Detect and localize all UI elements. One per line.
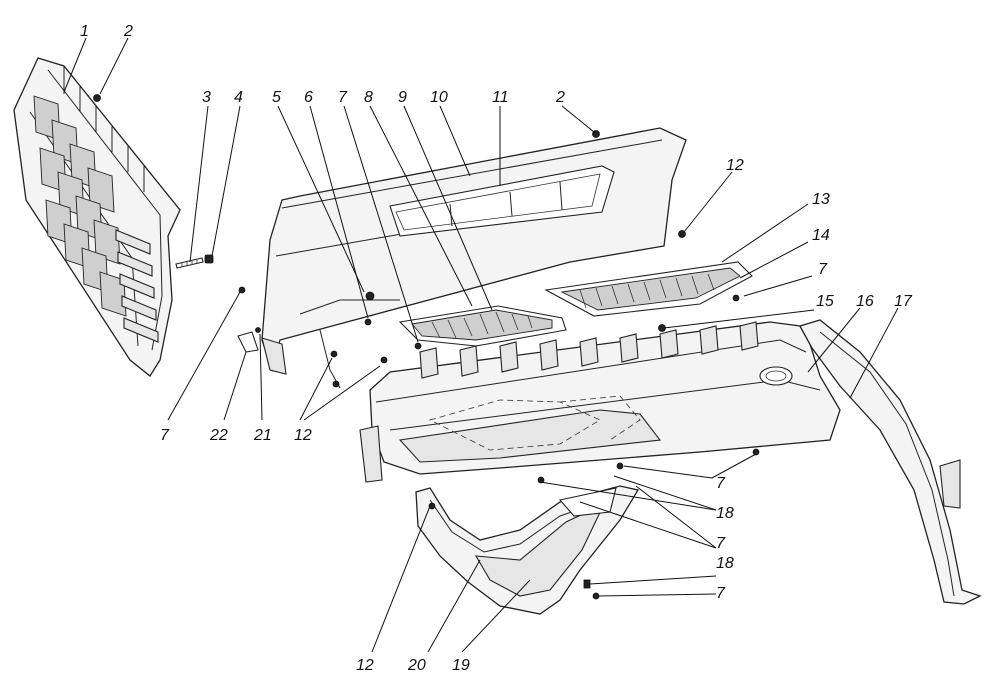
callout-7-f: 7 bbox=[716, 585, 726, 602]
callout-12-c: 12 bbox=[356, 657, 374, 674]
callout-20: 20 bbox=[407, 657, 426, 674]
callout-7-a: 7 bbox=[338, 89, 348, 106]
callout-5: 5 bbox=[272, 89, 281, 106]
callout-14: 14 bbox=[812, 227, 830, 244]
callout-4: 4 bbox=[234, 89, 243, 106]
callout-18-a: 18 bbox=[716, 505, 734, 522]
callout-9: 9 bbox=[398, 89, 407, 106]
bolt-3 bbox=[175, 257, 204, 269]
callout-7-d: 7 bbox=[716, 475, 726, 492]
callout-19: 19 bbox=[452, 657, 470, 674]
callout-16: 16 bbox=[856, 293, 874, 310]
callout-17: 17 bbox=[894, 293, 913, 310]
callout-3: 3 bbox=[202, 89, 211, 106]
callout-10: 10 bbox=[430, 89, 448, 106]
callout-8: 8 bbox=[364, 89, 373, 106]
callout-labels: 1 2 3 4 5 6 7 8 9 10 11 2 12 13 14 7 15 … bbox=[80, 23, 913, 674]
wheel-arch bbox=[799, 319, 982, 605]
lower-step-panel bbox=[415, 485, 640, 615]
fasteners bbox=[237, 130, 760, 600]
nut-4 bbox=[204, 254, 214, 264]
bumper-cover bbox=[261, 127, 687, 389]
callout-21: 21 bbox=[253, 427, 272, 444]
callout-15: 15 bbox=[816, 293, 834, 310]
radiator-grille bbox=[13, 57, 181, 377]
callout-7-e: 7 bbox=[716, 535, 726, 552]
callout-13: 13 bbox=[812, 191, 830, 208]
step-panel bbox=[359, 321, 841, 483]
callout-12-b: 12 bbox=[294, 427, 312, 444]
callout-1: 1 bbox=[80, 23, 89, 40]
callout-12-a: 12 bbox=[726, 157, 744, 174]
callout-7-c: 7 bbox=[160, 427, 170, 444]
callout-18-b: 18 bbox=[716, 555, 734, 572]
fastener-2-top bbox=[93, 94, 101, 102]
callout-2: 2 bbox=[123, 23, 133, 40]
callout-11: 11 bbox=[492, 89, 509, 106]
callout-22: 22 bbox=[209, 427, 228, 444]
intake-grill-right bbox=[544, 261, 753, 317]
callout-6: 6 bbox=[304, 89, 313, 106]
callout-7-b: 7 bbox=[818, 261, 828, 278]
intake-grill-left bbox=[398, 305, 567, 347]
leader-lines bbox=[63, 37, 899, 653]
callout-2-b: 2 bbox=[555, 89, 565, 106]
